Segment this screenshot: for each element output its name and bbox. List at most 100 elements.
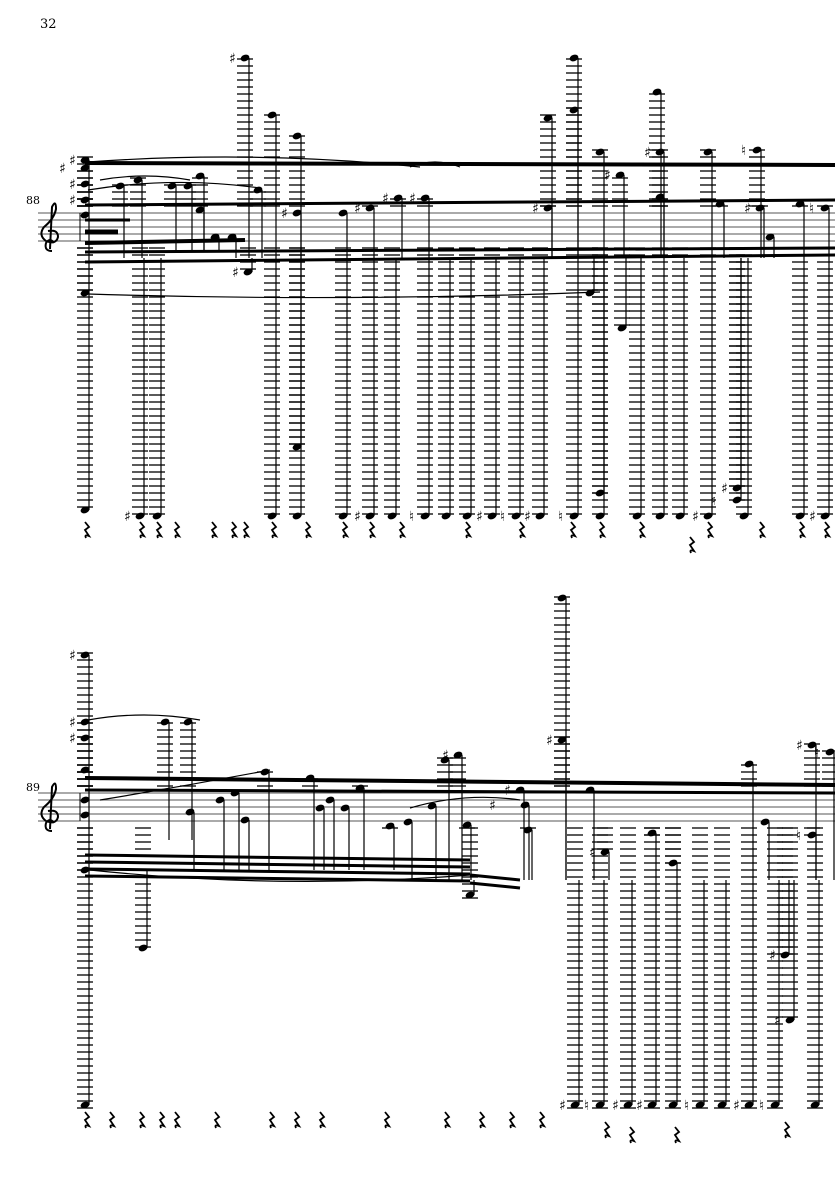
notehead — [340, 804, 350, 812]
notehead — [703, 148, 713, 156]
notehead — [515, 786, 525, 794]
quarter-rest-icon — [138, 521, 147, 539]
sharp-icon: ♯ — [476, 509, 483, 525]
sharp-icon: ♯ — [532, 201, 539, 217]
sharp-icon: ♯ — [774, 1013, 781, 1029]
notehead — [135, 512, 145, 520]
notehead — [80, 506, 90, 514]
notehead — [80, 289, 90, 297]
quarter-rest-icon — [173, 1111, 182, 1129]
quarter-rest-icon — [270, 521, 279, 539]
sharp-icon: ♯ — [442, 748, 449, 764]
notehead — [253, 186, 263, 194]
sharp-icon: ♯ — [769, 948, 776, 964]
notehead — [462, 821, 472, 829]
quarter-rest-icon — [538, 1111, 547, 1129]
quarter-rest-icon — [368, 521, 377, 539]
quarter-rest-icon — [304, 521, 313, 539]
sharp-icon: ♯ — [69, 153, 76, 169]
sharp-icon: ♯ — [69, 648, 76, 664]
sharp-icon: ♯ — [59, 161, 66, 177]
quarter-rest-icon — [628, 1126, 637, 1144]
quarter-rest-icon — [783, 1121, 792, 1139]
notehead — [80, 734, 90, 742]
quarter-rest-icon — [83, 521, 92, 539]
quarter-rest-icon — [823, 521, 832, 539]
sharp-icon: ♯ — [636, 1098, 643, 1114]
quarter-rest-icon — [569, 521, 578, 539]
notehead — [675, 512, 685, 520]
quarter-rest-icon — [341, 521, 350, 539]
quarter-rest-icon — [508, 1111, 517, 1129]
beam — [84, 253, 835, 264]
sharp-icon: ♯ — [644, 145, 651, 161]
sharp-icon: ♯ — [796, 738, 803, 754]
tie-slur — [409, 796, 521, 809]
notehead — [385, 822, 395, 830]
notehead — [292, 209, 302, 217]
beam — [469, 881, 521, 890]
quarter-rest-icon — [398, 521, 407, 539]
natural-icon: ♮ — [796, 828, 801, 844]
notehead — [243, 268, 253, 276]
notehead — [80, 796, 90, 804]
notehead — [427, 802, 437, 810]
beam — [84, 788, 835, 795]
sharp-icon: ♯ — [604, 168, 611, 184]
natural-icon: ♮ — [409, 509, 414, 525]
natural-icon: ♮ — [558, 509, 563, 525]
notehead — [655, 512, 665, 520]
notehead — [183, 718, 193, 726]
notehead — [770, 1101, 780, 1109]
notehead — [152, 512, 162, 520]
quarter-rest-icon — [688, 536, 697, 554]
beam — [84, 238, 246, 245]
natural-icon: ♮ — [809, 201, 814, 217]
notehead — [267, 512, 277, 520]
sharp-icon: ♯ — [354, 201, 361, 217]
notehead — [80, 651, 90, 659]
notehead — [80, 164, 90, 172]
notehead — [595, 1101, 605, 1109]
measure-number-89: 89 — [26, 781, 40, 794]
notehead — [652, 88, 662, 96]
quarter-rest-icon — [158, 1111, 167, 1129]
sharp-icon: ♯ — [409, 191, 416, 207]
notehead — [569, 54, 579, 62]
sharp-icon: ♯ — [69, 177, 76, 193]
notehead — [80, 180, 90, 188]
sharp-icon: ♯ — [546, 733, 553, 749]
quarter-rest-icon — [443, 1111, 452, 1129]
notehead — [167, 182, 177, 190]
notehead — [387, 512, 397, 520]
sharp-icon: ♯ — [69, 193, 76, 209]
quarter-rest-icon — [518, 521, 527, 539]
notehead — [403, 818, 413, 826]
notehead — [292, 443, 302, 451]
sharp-icon: ♯ — [721, 481, 728, 497]
sharp-icon: ♯ — [692, 509, 699, 525]
measure-number-88: 88 — [26, 194, 40, 207]
notehead — [305, 774, 315, 782]
notehead — [535, 512, 545, 520]
notehead — [755, 204, 765, 212]
quarter-rest-icon — [464, 521, 473, 539]
tie-slur — [99, 175, 191, 181]
sharp-icon: ♯ — [589, 845, 596, 861]
sharp-icon: ♯ — [489, 798, 496, 814]
notehead — [825, 748, 835, 756]
beam — [84, 776, 835, 787]
notehead — [595, 512, 605, 520]
quarter-rest-icon — [210, 521, 219, 539]
notehead — [420, 512, 430, 520]
natural-icon: ♮ — [500, 509, 505, 525]
sharp-icon: ♯ — [232, 265, 239, 281]
notehead — [440, 756, 450, 764]
notehead — [195, 206, 205, 214]
notehead — [227, 233, 237, 241]
quarter-rest-icon — [293, 1111, 302, 1129]
notehead — [80, 196, 90, 204]
notehead — [240, 816, 250, 824]
notehead — [760, 818, 770, 826]
notehead — [585, 786, 595, 794]
